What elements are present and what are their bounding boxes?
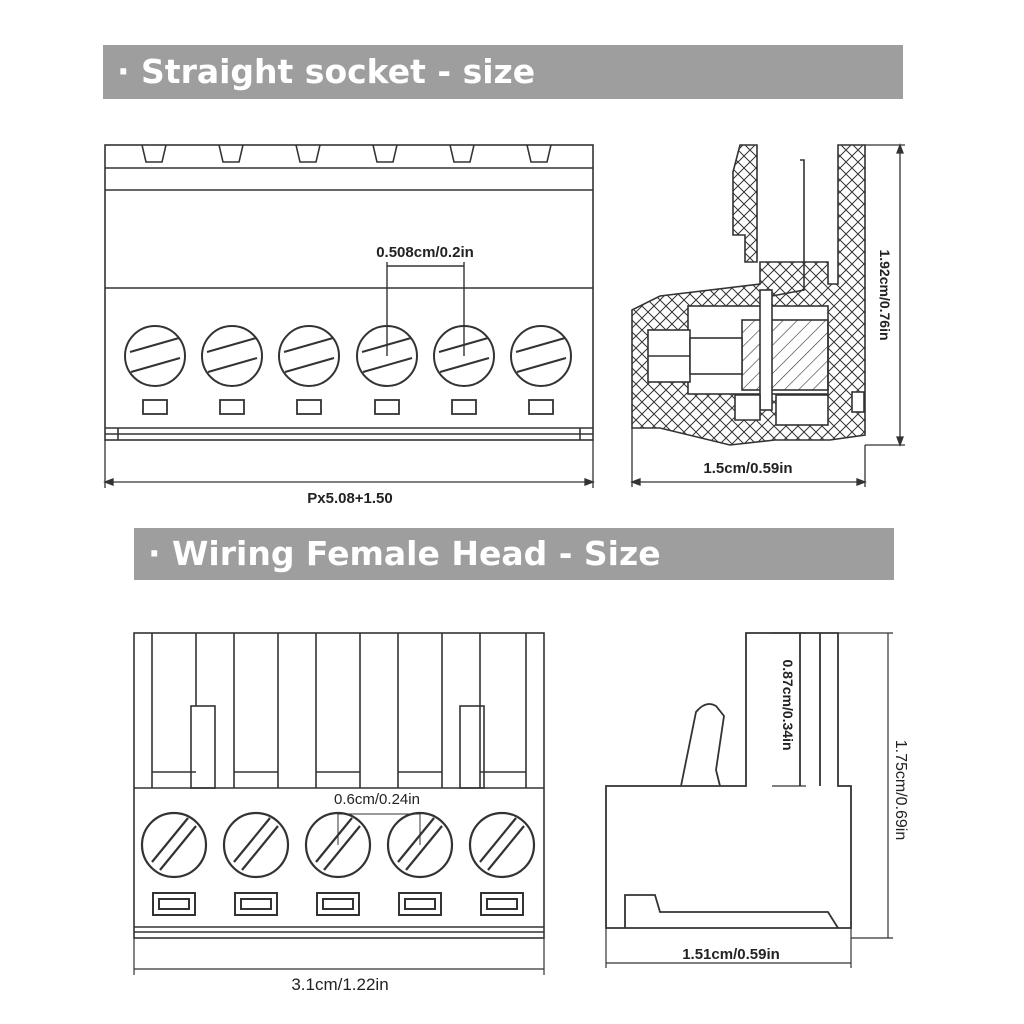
head-screw-terminal-2 [222, 811, 290, 879]
female-head-front-view [133, 632, 545, 939]
section-title-straight-socket: · Straight socket - size [103, 45, 903, 99]
female-head-upper-height-label: 0.87cm/0.34in [780, 659, 796, 750]
female-head-total-height-label: 1.75cm/0.69in [892, 740, 909, 841]
socket-pitch-label: 0.508cm/0.2in [376, 244, 474, 261]
female-head-pitch-label: 0.6cm/0.24in [334, 791, 420, 808]
socket-width-dimension [103, 440, 595, 488]
socket-depth-label: 1.5cm/0.59in [703, 460, 792, 477]
socket-side-view [631, 144, 866, 446]
head-screw-terminal-1 [140, 811, 208, 879]
female-head-upper-height-dimension [772, 632, 806, 787]
female-head-width-dimension [133, 938, 545, 975]
female-head-screw-terminals [140, 811, 536, 879]
socket-wire-slots [142, 399, 554, 415]
screw-terminal-3 [278, 325, 340, 387]
socket-depth-dimension [630, 428, 867, 487]
socket-front-view [104, 144, 594, 441]
socket-screw-terminals [124, 325, 572, 387]
female-head-depth-label: 1.51cm/0.59in [682, 946, 780, 963]
socket-width-label: Px5.08+1.50 [307, 490, 393, 507]
head-screw-terminal-5 [468, 811, 536, 879]
female-head-total-height-dimension [838, 632, 893, 939]
female-head-pitch-dimension [337, 812, 421, 845]
socket-height-label: 1.92cm/0.76in [877, 249, 893, 340]
socket-pitch-dimension [386, 262, 465, 356]
female-head-wire-slots [152, 892, 524, 916]
socket-height-dimension [865, 143, 905, 447]
screw-terminal-2 [201, 325, 263, 387]
female-head-width-label: 3.1cm/1.22in [291, 975, 388, 994]
female-head-side-view [605, 632, 852, 929]
screw-terminal-1 [124, 325, 186, 387]
screw-terminal-6 [510, 325, 572, 387]
section-title-wiring-female-head: · Wiring Female Head - Size [134, 528, 894, 580]
female-head-depth-dimension [605, 928, 852, 968]
